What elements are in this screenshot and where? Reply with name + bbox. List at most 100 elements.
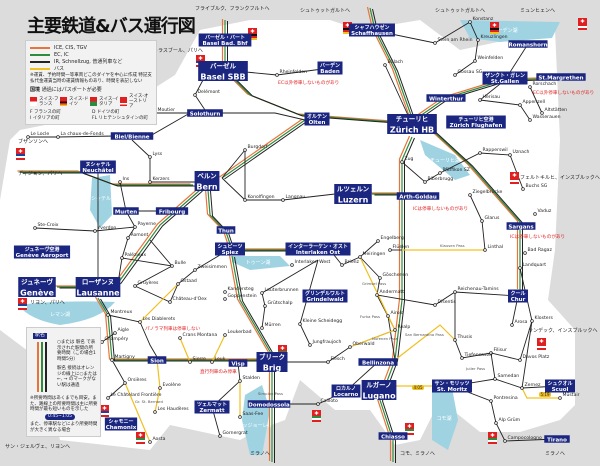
pass-label: Julier Pass <box>465 366 485 371</box>
station-dot <box>148 180 152 184</box>
station-label: Appenzell <box>523 99 546 105</box>
station-label: Palézieux <box>125 251 147 258</box>
station-dot <box>460 356 464 360</box>
border-heading: 国境 通過にはパスポートが必要 <box>30 87 152 93</box>
station-solothurn: Solothurn <box>187 109 223 117</box>
station-name-ja: シャフハウゼン <box>354 24 389 31</box>
station-dot <box>281 198 285 202</box>
station-dot <box>386 314 390 318</box>
station-label: Gruyères <box>138 279 160 286</box>
station-murten: Murten <box>113 207 139 215</box>
station-box <box>187 109 223 117</box>
station-label: Martigny <box>115 354 136 360</box>
station-sargans: Sargans <box>506 222 536 230</box>
legend-green-bar <box>41 342 43 392</box>
legend-text-4: また、停車駅などにより所要時間が大きく異なる場合 <box>30 422 98 433</box>
regional-line <box>371 21 479 76</box>
swiss-cross <box>250 29 255 33</box>
flag-stripe <box>405 433 414 435</box>
station-label: Flüelen <box>393 244 410 250</box>
station-name-en: Sargans <box>508 224 534 230</box>
flag-stripe <box>537 346 546 348</box>
flag-stripe <box>510 178 519 180</box>
station-label: Kandersteg <box>228 286 254 292</box>
station-sion: Sion <box>147 356 167 364</box>
station-dot <box>260 291 264 295</box>
destination-label: ランデック、インスブルックへ <box>528 327 597 334</box>
station-label: Kerzers <box>153 176 171 182</box>
station-dot <box>168 300 172 304</box>
station-label: Cailloto <box>321 398 338 404</box>
station-label: Delémont <box>198 88 221 95</box>
legend-time-range: 0:45~1:05 <box>45 414 75 420</box>
station-dot <box>358 255 362 259</box>
flag-stripe <box>537 348 546 350</box>
station-name-en: Schaffhausen <box>351 31 393 37</box>
station-dot <box>348 345 352 349</box>
flag-stripe <box>248 38 257 40</box>
flag-stripe <box>18 306 27 308</box>
station-box <box>378 432 408 440</box>
station-label: Göschenen <box>383 272 409 278</box>
station-name-ja: インターラーケン・オスト <box>288 243 348 250</box>
station-label: Davos Platz <box>523 354 550 360</box>
station-dot <box>489 351 493 355</box>
station-label: Oberwald <box>353 341 375 347</box>
station-dot <box>100 340 104 344</box>
station-dot <box>106 313 110 317</box>
station-label: Linthal <box>488 244 504 250</box>
border-flag-it-icon <box>405 423 414 435</box>
border-flag-it-icon <box>312 410 321 422</box>
station-name-en: Chiasso <box>381 434 405 440</box>
flag-stripe <box>490 32 499 34</box>
station-label: Bulle <box>175 260 187 266</box>
station-label: Realp <box>398 324 411 330</box>
station-label: Orsières <box>128 376 148 383</box>
border-flag-de-icon <box>343 22 352 34</box>
station-box <box>317 61 343 75</box>
flag-stripe <box>136 442 145 444</box>
station-box <box>544 435 570 443</box>
station-label: Bad Ragaz <box>528 247 553 253</box>
note-text: EC以外停車しないものがあり <box>278 79 339 86</box>
station-label: Reichenau-Tamins <box>458 286 500 292</box>
border-flag-it-icon <box>136 432 145 444</box>
ec-line <box>431 129 521 290</box>
station-name-en: Thun <box>218 228 234 234</box>
lake <box>18 301 115 325</box>
station-dot <box>56 135 60 139</box>
station-label: Ste-Croix <box>38 222 59 228</box>
station-name-ja: オルテン <box>307 113 327 120</box>
station-name-en: Visp <box>231 361 244 367</box>
border-flags-layer <box>16 18 587 444</box>
regional-line <box>529 86 543 114</box>
flag-stripe <box>343 32 352 34</box>
station-dot <box>493 377 497 381</box>
station-dot <box>523 251 527 255</box>
ec-line <box>224 20 394 123</box>
station-name-en: Lugano <box>362 392 396 401</box>
station-label: Château-d'Oex <box>173 295 207 302</box>
swiss-cross <box>314 411 319 415</box>
station-dot <box>153 410 157 414</box>
flag-stripe <box>578 28 587 30</box>
destination-label: ミュンヒェンへ <box>520 8 555 14</box>
station-label: Weinfelden <box>478 55 504 61</box>
station-dot <box>26 135 30 139</box>
legend-label: バス <box>54 66 65 72</box>
regional-line <box>521 320 533 389</box>
legend-line-ice: ICE, CIS, TGV <box>30 44 156 51</box>
lake-label: ボーデン湖 <box>492 27 517 34</box>
swiss-cross <box>490 433 495 437</box>
flag-stripe <box>100 415 109 417</box>
flag-stripe <box>248 36 257 38</box>
station-dot <box>388 248 392 252</box>
station-dot <box>468 20 472 24</box>
station-box <box>304 112 330 126</box>
station-label: Gornergrat <box>223 430 248 436</box>
destination-label: シュトゥットガルトへ <box>300 7 350 14</box>
